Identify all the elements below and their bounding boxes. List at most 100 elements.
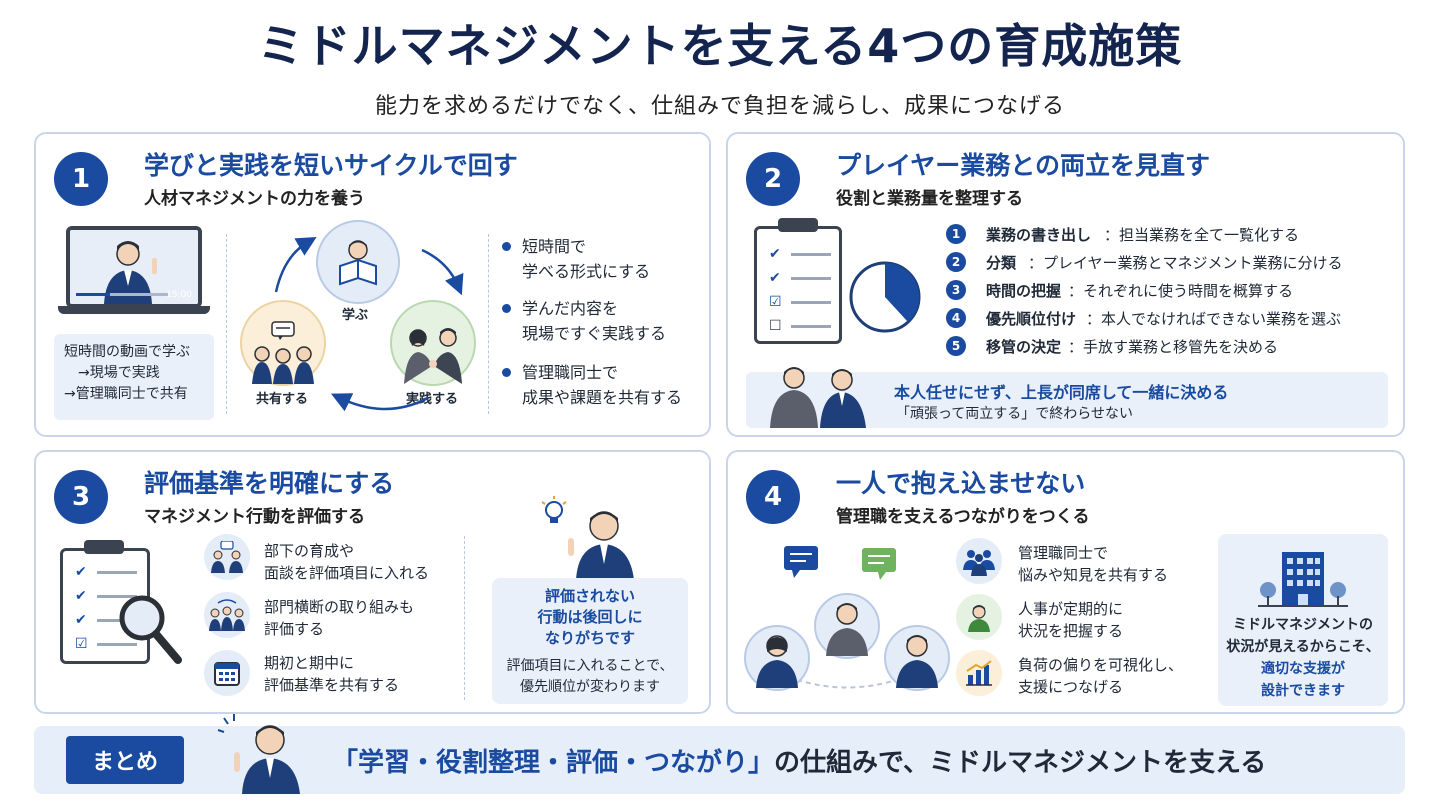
step-label: 移管の決定 — [986, 338, 1062, 356]
cycle-practice — [390, 300, 476, 386]
eval-line: 期初と期中に — [264, 654, 355, 672]
summary-highlight: 「学習・役割整理・評価・つながり」 — [332, 748, 775, 778]
step-desc: ：それぞれに使う時間を概算する — [1068, 282, 1294, 300]
callout-main: 本人任せにせず、上長が同席して一緒に決める — [894, 383, 1229, 402]
callout-box: 評価されない 行動は後回しに なりがちです 評価項目に入れることで、 優先順位が… — [492, 578, 688, 704]
callout-sub-line: 優先順位が変わります — [520, 679, 660, 695]
step-label: 優先順位付け — [986, 310, 1077, 328]
callout-box: ミドルマネジメントの 状況が見えるからこそ、 適切な支援が 設計できます — [1218, 534, 1388, 706]
check-icon: ✔ — [769, 270, 781, 286]
callout-main-line: 行動は後回しに — [537, 608, 643, 626]
page-title: ミドルマネジメントを支える4つの育成施策 — [257, 19, 1183, 73]
eval-line: 部下の育成や — [264, 542, 355, 560]
eval-line: 評価する — [264, 620, 325, 638]
page-subtitle: 能力を求めるだけでなく、仕組みで負担を減らし、成果につなげる — [374, 94, 1065, 119]
businessman-pointing-icon — [217, 714, 300, 794]
group-chat-icon — [252, 321, 314, 384]
video-progress-fill — [76, 293, 110, 296]
video-time: 15:00 — [166, 290, 192, 300]
check-icon: ✔ — [75, 612, 87, 628]
step-number: 3 — [946, 280, 966, 300]
eval-item: 部門横断の取り組みも 評価する — [264, 596, 414, 640]
step-desc: ：本人でなければできない業務を選ぶ — [1086, 310, 1342, 328]
office-building-icon — [1258, 552, 1348, 607]
step-number: 1 — [946, 224, 966, 244]
check-icon: ☑ — [769, 294, 782, 310]
reading-person-icon — [339, 240, 377, 286]
callout-line-highlight: 設計できます — [1261, 683, 1345, 699]
note-box: 短時間の動画で学ぶ →現場で実践 →管理職同士で共有 — [54, 334, 214, 420]
support-item: 負荷の偏りを可視化し、 支援につなげる — [1018, 654, 1183, 698]
check-icon: ☑ — [75, 636, 88, 652]
summary-badge: まとめ — [66, 736, 184, 784]
callout-sub-line: 評価項目に入れることで、 — [506, 658, 674, 674]
support-item: 管理職同士で 悩みや知見を共有する — [1018, 542, 1168, 586]
cycle-label-learn: 学ぶ — [342, 308, 369, 323]
peer-group-icon — [956, 538, 1002, 584]
handshake-people-icon — [404, 328, 462, 384]
laptop-video-icon: 15:00 — [66, 226, 202, 308]
summary-rest: の仕組みで、ミドルマネジメントを支える — [774, 748, 1267, 778]
step-label: 分類 — [986, 254, 1017, 272]
support-line: 支援につなげる — [1018, 678, 1124, 696]
cycle-learn — [316, 220, 400, 304]
card-learning-cycle: 1 学びと実践を短いサイクルで回す 人材マネジメントの力を養う 15:00 短時… — [34, 132, 711, 437]
interview-people-icon — [204, 534, 250, 580]
bullet-dot — [502, 242, 511, 251]
eval-item: 部下の育成や 面談を評価項目に入れる — [264, 540, 429, 584]
bullet-line: 学べる形式にする — [522, 262, 651, 281]
card-number: 4 — [746, 470, 800, 524]
bullet-dot — [502, 304, 511, 313]
card-title: 評価基準を明確にする — [144, 469, 395, 498]
step-label: 業務の書き出し — [986, 226, 1092, 244]
step-desc: ：担当業務を全て一覧化する — [1104, 226, 1300, 244]
network-people-icon — [744, 546, 950, 691]
callout-main-line: なりがちです — [544, 629, 635, 647]
step-label: 時間の把握 — [986, 282, 1062, 300]
laptop-base — [58, 306, 210, 314]
presenter-illustration — [70, 230, 198, 304]
callout-line: 状況が見えるからこそ、 — [1226, 639, 1380, 655]
card-title: 学びと実践を短いサイクルで回す — [144, 151, 518, 180]
eval-line: 部門横断の取り組みも — [264, 598, 415, 616]
summary-text: 「学習・役割整理・評価・つながり」の仕組みで、ミドルマネジメントを支える — [332, 742, 1266, 779]
check-icon: ✔ — [75, 588, 87, 604]
callout-line-highlight: 適切な支援が — [1261, 661, 1345, 677]
callout-main-line: 評価されない — [544, 587, 635, 605]
hr-person-icon — [956, 594, 1002, 640]
support-line: 状況を把握する — [1018, 622, 1124, 640]
card-number: 3 — [54, 470, 108, 524]
cycle-label-share: 共有する — [256, 392, 309, 407]
two-businessmen-icon — [770, 367, 866, 428]
step-number: 2 — [946, 252, 966, 272]
callout-sub: 「頑張って両立する」で終わらせない — [896, 406, 1134, 422]
businessman-idea-icon — [541, 496, 634, 580]
cross-department-icon — [204, 592, 250, 638]
bar-chart-icon — [956, 650, 1002, 696]
bullet-line: 学んだ内容を — [522, 299, 619, 318]
bullet-dot — [502, 368, 511, 377]
card-number: 2 — [746, 152, 800, 206]
check-icon: ✔ — [769, 246, 781, 262]
support-item: 人事が定期的に 状況を把握する — [1018, 598, 1123, 642]
video-progress-track — [76, 293, 168, 296]
divider — [226, 234, 227, 414]
eval-line: 面談を評価項目に入れる — [264, 564, 430, 582]
eval-item: 期初と期中に 評価基準を共有する — [264, 652, 399, 696]
card-number: 1 — [54, 152, 108, 206]
clipboard-checklist-icon: ✔ ✔ ☑ ☐ — [754, 226, 842, 344]
support-line: 負荷の偏りを可視化し、 — [1018, 656, 1184, 674]
note-line: →管理職同士で共有 — [64, 386, 188, 402]
card-evaluation: 3 評価基準を明確にする マネジメント行動を評価する ✔ ✔ ✔ ☑ 部下の育成… — [34, 450, 711, 714]
step-desc: ：プレイヤー業務とマネジメント業務に分ける — [1028, 254, 1343, 272]
clipboard-clip — [84, 540, 124, 554]
card-title: プレイヤー業務との両立を見直す — [836, 151, 1211, 180]
step-number: 4 — [946, 308, 966, 328]
step-number: 5 — [946, 336, 966, 356]
divider — [464, 536, 465, 700]
bullet-line: 成果や課題を共有する — [522, 388, 683, 407]
callout-line: ミドルマネジメントの — [1233, 617, 1373, 633]
callout-box: 本人任せにせず、上長が同席して一緒に決める 「頑張って両立する」で終わらせない — [746, 367, 1388, 428]
note-line: 短時間の動画で学ぶ — [64, 344, 190, 360]
card-subtitle: 人材マネジメントの力を養う — [144, 189, 365, 209]
